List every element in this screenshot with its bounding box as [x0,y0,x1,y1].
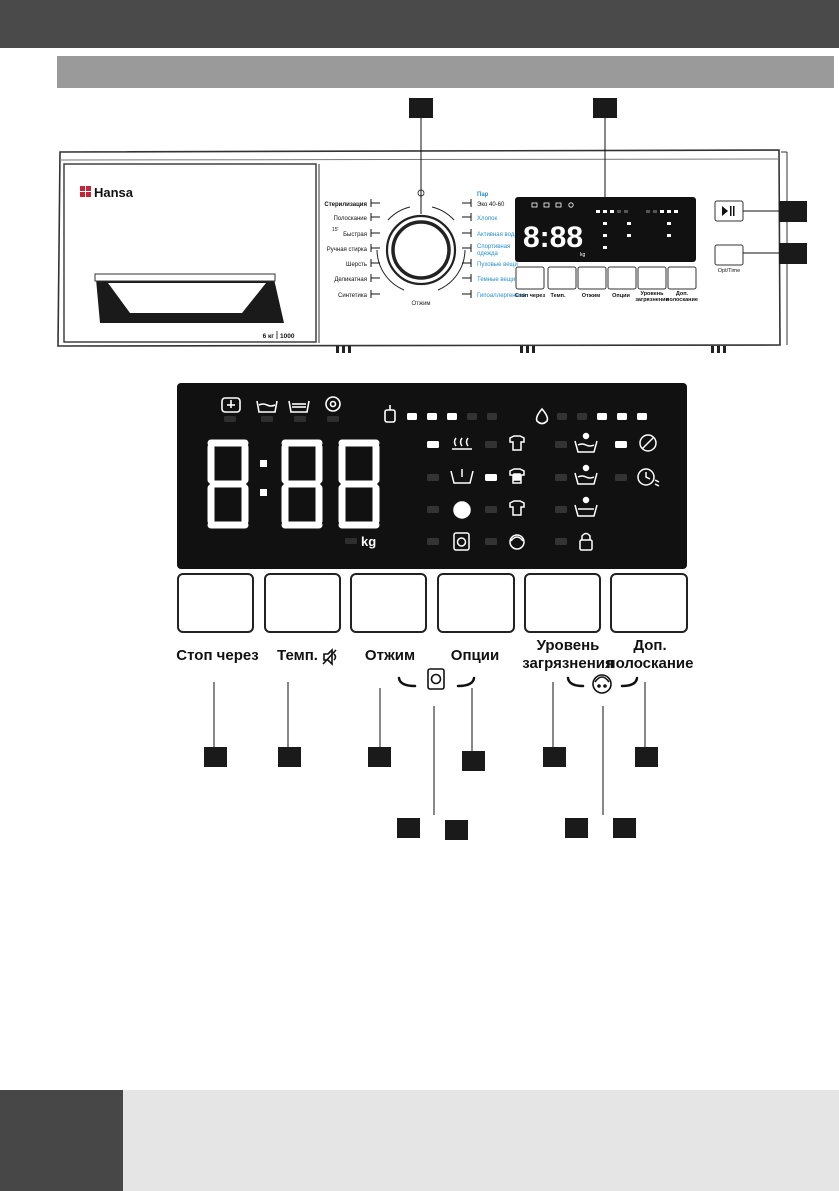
mini-display-digits: 8:88 [523,221,583,254]
program-right-6: Пуховые вещи [477,262,518,268]
display-kg: kg [361,534,376,549]
program-right-1: Эко 40-60 [477,202,505,208]
program-left-3: Ручная стирка [327,247,368,253]
shirt-dark-icon [509,468,525,484]
button-row [177,573,688,633]
program-right-4: Спортивная [477,244,510,250]
footer-bar [123,1090,839,1191]
soil-heavy-icon [574,432,598,453]
soil-medium-icon [574,464,598,485]
program-right-3: Активная вода [477,232,518,238]
wash-tub-icon [450,469,474,484]
callout-display [593,98,617,118]
header-bar [0,0,839,48]
mini-btn-stop: Стоп через [515,293,545,299]
down-icon [509,500,525,516]
soil-light-icon [574,496,598,517]
soil-level-button [524,573,601,633]
program-right-7: Темные вещи [477,277,515,283]
label-options: Опции [450,647,500,664]
callout-play [779,201,807,222]
label-soil-2: загрязнения [522,655,614,672]
brand-name: Hansa [94,185,134,200]
label-rinse-1: Доп. [633,637,667,654]
mini-btn-rinse-2: полоскание [666,297,698,303]
wash-icon [256,400,278,413]
rinse-icon [288,400,310,413]
prewash-icon [221,397,241,413]
program-right-0: Пар [477,192,489,198]
mini-display-kg: kg [580,252,586,258]
spin-button [350,573,427,633]
program-left-2: Быстрая [343,232,367,238]
spin-icon [325,396,341,412]
stop-timer-button [177,573,254,633]
sound-icon [322,648,337,666]
label-soil-1: Уровень [536,637,600,654]
section-bar [57,56,834,88]
program-right-5: одежда [477,251,498,257]
mini-btn-spin: Отжим [582,293,600,299]
lock-icon [579,532,593,551]
program-left-0: Стерилизация [324,202,367,208]
program-right-2: Хлопок [477,216,497,222]
shirt-icon [509,435,525,451]
callout-opt [779,243,807,264]
mini-btn-temp: Темп. [551,293,566,299]
steam-icon [452,437,472,450]
play-pause-icon [722,206,735,216]
machine-panel-illustration: Hansa 6 кг 1000 Отжим Стерилизация Полос… [57,98,807,353]
water-drop-icon [535,407,549,425]
baby-icon [592,674,612,694]
options-button [437,573,515,633]
program-left-4: Шерсть [346,262,367,268]
baby-icon [509,534,525,550]
program-right-8: Гипоаллергенная [477,293,525,299]
mini-btn-soil-1: Уровень [640,291,664,297]
program-left-5: Деликатная [334,277,367,283]
dial-spin-label: Отжим [411,301,430,307]
hansa-logo-icon [80,186,91,197]
program-left-6: Синтетика [338,293,368,299]
display-panel: kg [177,383,687,569]
capacity-label: 6 кг [263,333,275,340]
callout-dial [409,98,433,118]
temperature-icon [384,405,396,423]
display-digits [207,439,380,529]
label-stop: Стоп через [176,647,259,664]
program-left-1: Полоскание [333,216,367,222]
label-rinse-2: полоскание [606,655,694,672]
extra-rinse-button [610,573,688,633]
spin-speed-label: 1000 [280,333,295,340]
label-temp: Темп. [277,647,318,664]
sport-icon [453,501,471,519]
mini-btn-soil-2: загрязнения [635,297,669,303]
temp-button [264,573,341,633]
mini-btn-rinse-1: Доп. [676,291,689,297]
mini-opt-time: Opt/Time [718,268,740,274]
label-spin: Отжим [364,647,416,664]
quick-minutes: 15' [332,227,339,233]
callout-lines [204,668,658,840]
timer-icon [637,468,660,487]
footer-page-tab [0,1090,123,1191]
mini-btn-options: Опции [612,293,630,299]
no-spin-icon [639,434,657,452]
drum-icon [427,668,445,690]
drum-icon [453,532,470,551]
